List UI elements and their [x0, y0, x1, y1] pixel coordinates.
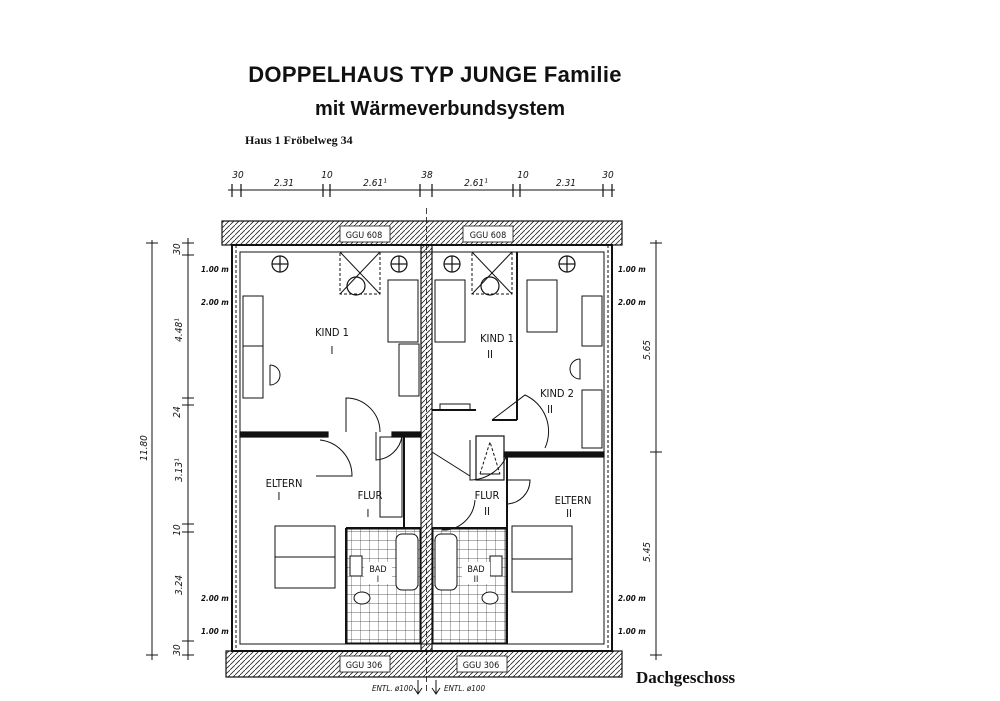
vent-label-left: ENTL. ø100: [372, 684, 413, 693]
room-number: I: [331, 344, 334, 357]
top-dimension-labels: 30 2.31 10 2.61¹ 38 2.61¹ 10 2.31 30: [232, 170, 614, 189]
room-number: II: [484, 505, 490, 518]
height-mark: 1.00 m: [618, 265, 646, 274]
furniture-bed: [387, 279, 419, 343]
room-label-eltern-right: ELTERN: [555, 494, 592, 507]
room-number: II: [547, 403, 553, 416]
ventilation-circles: [271, 255, 576, 296]
window-label-bottom-left: GGU 306: [346, 661, 383, 671]
top-dim-label: 2.61¹: [363, 178, 387, 189]
room-number: II: [487, 348, 493, 361]
bathrooms: [346, 528, 507, 644]
toilet: [481, 591, 499, 605]
height-mark: 1.00 m: [201, 627, 229, 636]
window-label-top-right: GGU 608: [470, 231, 507, 241]
vent-labels: ENTL. ø100 ENTL. ø100: [372, 684, 485, 693]
toilet: [353, 591, 371, 605]
floor-label: Dachgeschoss: [636, 668, 736, 687]
furniture-desk: [242, 295, 264, 347]
furniture-bed: [434, 279, 466, 343]
sink: [349, 555, 363, 577]
room-label-bad-right: BAD: [467, 565, 484, 575]
left-dimension-labels: 11.80 30 4.48¹ 24 3.13¹ 10 3.24 30: [139, 243, 185, 656]
bathtub: [395, 533, 419, 591]
room-labels: KIND 1 I KIND 1 II KIND 2 II ELTERN I EL…: [266, 326, 592, 520]
top-dim-label: 30: [602, 170, 614, 181]
drawing-subtitle: mit Wärmeverbundsystem: [314, 98, 566, 120]
house-address: Haus 1 Fröbelweg 34: [245, 133, 353, 147]
left-dim-label: 4.48¹: [174, 318, 185, 342]
room-number: I: [377, 575, 379, 585]
furniture-wardrobe: [581, 389, 603, 449]
room-label-kind1-left: KIND 1: [315, 326, 349, 339]
left-dim-label: 10: [172, 524, 183, 536]
top-dim-label: 10: [517, 170, 529, 181]
window-label-top-left: GGU 608: [346, 231, 383, 241]
height-mark: 1.00 m: [201, 265, 229, 274]
height-mark: 2.00 m: [201, 298, 229, 307]
right-dimension-labels: 5.65 5.45: [642, 340, 653, 562]
room-label-eltern-left: ELTERN: [266, 477, 303, 490]
window-label-bottom-right: GGU 306: [463, 661, 500, 671]
left-dim-label: 24: [172, 406, 183, 418]
furniture-wardrobe: [242, 345, 264, 399]
height-mark: 2.00 m: [618, 298, 646, 307]
top-dim-label: 10: [321, 170, 333, 181]
height-mark: 1.00 m: [618, 627, 646, 636]
vent-markers: [413, 680, 441, 695]
vent-label-right: ENTL. ø100: [444, 684, 485, 693]
furniture-bed: [526, 279, 558, 333]
top-dim-label: 38: [421, 170, 433, 181]
right-dimension-line: [650, 240, 662, 660]
furniture-shelf: [439, 403, 471, 411]
attic-hatch: [379, 435, 505, 518]
right-dim-label: 5.65: [642, 340, 653, 360]
sink: [489, 555, 503, 577]
left-dimension-lines: [146, 238, 194, 660]
interior-walls: [239, 252, 605, 644]
bath-labels: BAD I BAD II: [364, 562, 490, 585]
top-dim-label: 2.31: [274, 178, 294, 189]
furniture: [242, 279, 603, 593]
drawing-title: DOPPELHAUS TYP JUNGE Familie: [248, 62, 622, 87]
room-label-flur-right: FLUR: [475, 489, 500, 502]
right-dim-label: 5.45: [642, 542, 653, 562]
room-number: II: [566, 507, 572, 520]
bathtub: [434, 533, 458, 591]
left-dim-label: 3.24: [174, 575, 185, 595]
roof-eaves: [221, 220, 623, 678]
room-number: I: [278, 490, 281, 503]
left-dim-label: 30: [172, 243, 183, 255]
furniture-chair: [569, 358, 581, 380]
height-mark: 2.00 m: [618, 594, 646, 603]
room-label-bad-left: BAD: [369, 565, 386, 575]
room-label-flur-left: FLUR: [358, 489, 383, 502]
left-dim-label: 30: [172, 644, 183, 656]
room-label-kind2-right: KIND 2: [540, 387, 574, 400]
room-number: II: [474, 575, 479, 585]
room-label-kind1-right: KIND 1: [480, 332, 514, 345]
top-dim-label: 2.31: [556, 178, 576, 189]
furniture-shelf: [398, 343, 420, 397]
height-marks: 1.00 m 2.00 m 1.00 m 2.00 m 2.00 m 1.00 …: [201, 265, 646, 636]
window-labels: GGU 608 GGU 608 GGU 306 GGU 306: [346, 231, 507, 671]
furniture-desk: [581, 295, 603, 347]
top-dimension-line: [228, 184, 615, 197]
left-dim-label: 3.13¹: [174, 458, 185, 482]
left-total-dim: 11.80: [139, 435, 150, 461]
top-dim-label: 30: [232, 170, 244, 181]
room-number: I: [367, 507, 370, 520]
furniture-chair: [269, 364, 281, 386]
top-dim-label: 2.61¹: [464, 178, 488, 189]
party-wall: [420, 208, 433, 694]
height-mark: 2.00 m: [201, 594, 229, 603]
